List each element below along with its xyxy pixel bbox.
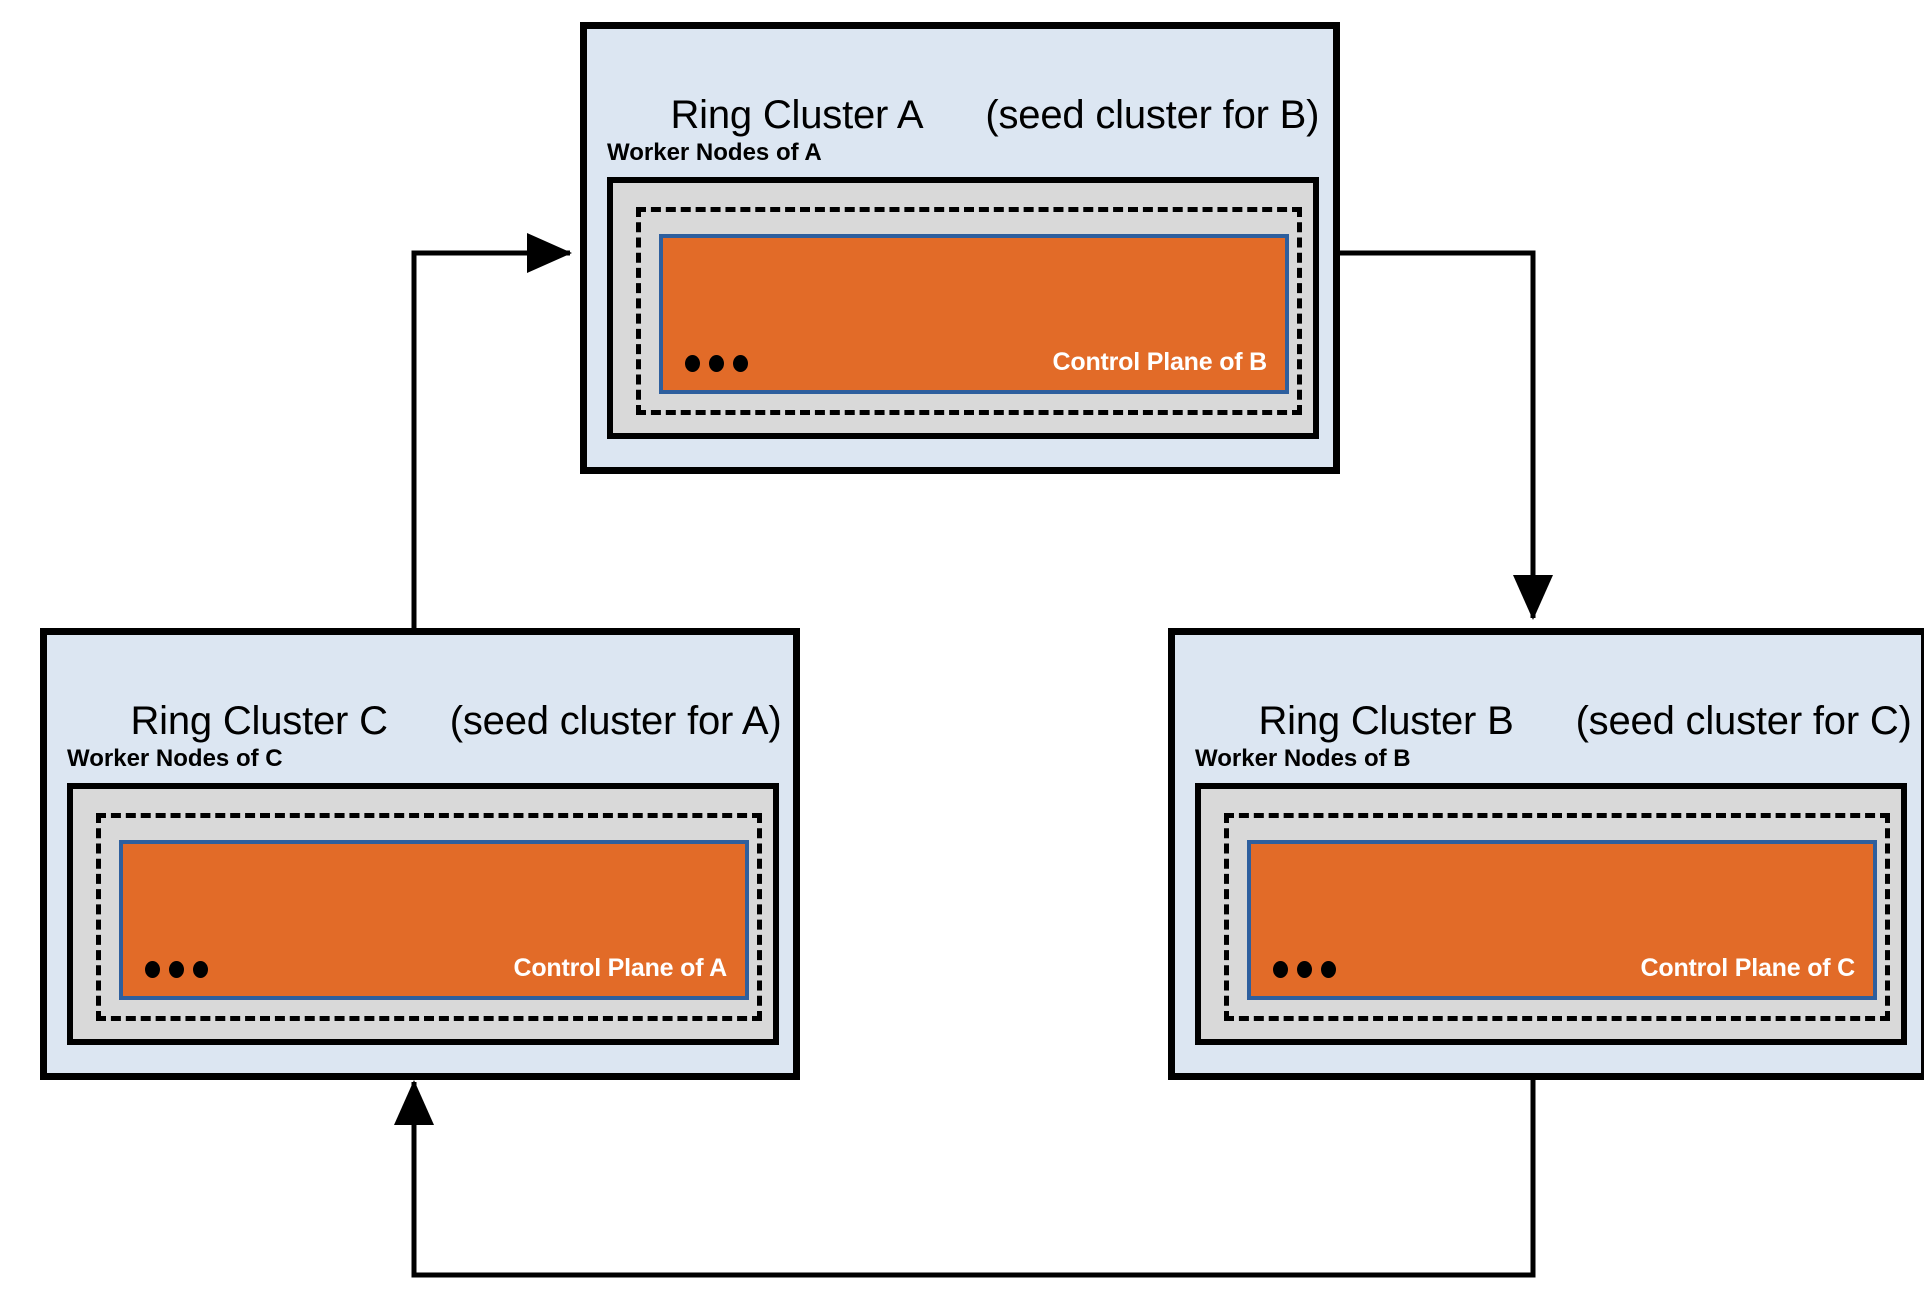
cluster-b-control-plane[interactable]: Control Plane of C (1247, 840, 1877, 1000)
cluster-c-ellipsis-icon (145, 961, 208, 978)
cluster-b-seed-note: (seed cluster for C) (1575, 699, 1912, 743)
cluster-c-worker-box[interactable]: Control Plane of A (67, 783, 779, 1045)
cluster-c-name: Ring Cluster C (130, 699, 388, 743)
cluster-a-ellipsis-icon (685, 355, 748, 372)
cluster-a-title: Ring Cluster A (seed cluster for B) (605, 37, 1319, 193)
arrow-b-to-c (394, 1070, 1536, 1278)
arrow-c-to-a (411, 233, 572, 628)
cluster-b-control-plane-label: Control Plane of C (1640, 954, 1856, 982)
cluster-b-name: Ring Cluster B (1258, 699, 1514, 743)
cluster-a-worker-label: Worker Nodes of A (607, 139, 822, 166)
cluster-a-seed-note: (seed cluster for B) (985, 93, 1320, 137)
cluster-a[interactable]: Ring Cluster A (seed cluster for B) Worke… (580, 22, 1340, 474)
cluster-a-worker-box[interactable]: Control Plane of B (607, 177, 1319, 439)
cluster-b-worker-box[interactable]: Control Plane of C (1195, 783, 1907, 1045)
cluster-b[interactable]: Ring Cluster B (seed cluster for C) Worke… (1168, 628, 1924, 1080)
cluster-c[interactable]: Ring Cluster C (seed cluster for A) Worke… (40, 628, 800, 1080)
cluster-b-title: Ring Cluster B (seed cluster for C) (1193, 643, 1912, 799)
cluster-a-control-plane-label: Control Plane of B (1052, 348, 1268, 376)
cluster-a-control-plane[interactable]: Control Plane of B (659, 234, 1289, 394)
cluster-c-control-plane-label: Control Plane of A (513, 954, 727, 982)
cluster-c-control-plane[interactable]: Control Plane of A (119, 840, 749, 1000)
arrow-a-to-b (1340, 250, 1553, 620)
cluster-c-node-pool: Control Plane of A (96, 813, 762, 1021)
cluster-c-seed-note: (seed cluster for A) (449, 699, 782, 743)
cluster-a-name: Ring Cluster A (670, 93, 924, 137)
cluster-c-worker-label: Worker Nodes of C (67, 745, 283, 772)
cluster-c-title: Ring Cluster C (seed cluster for A) (65, 643, 781, 799)
cluster-b-node-pool: Control Plane of C (1224, 813, 1890, 1021)
cluster-a-node-pool: Control Plane of B (636, 207, 1302, 415)
cluster-b-worker-label: Worker Nodes of B (1195, 745, 1411, 772)
cluster-b-ellipsis-icon (1273, 961, 1336, 978)
